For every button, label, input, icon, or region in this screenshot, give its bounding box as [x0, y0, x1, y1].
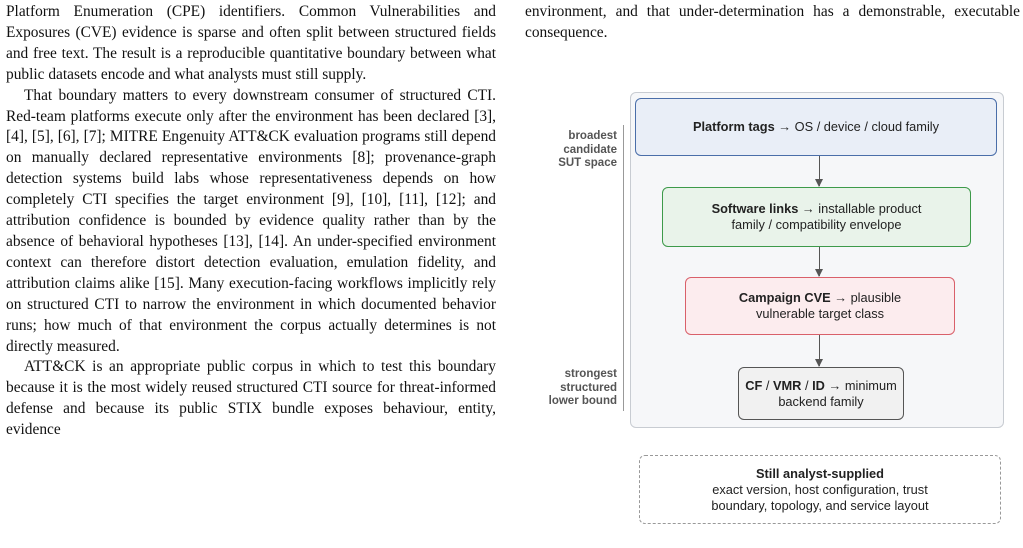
side-label-broadest: broadest candidate SUT space	[558, 130, 617, 169]
node-analyst-supplied: Still analyst-supplied exact version, ho…	[639, 455, 1001, 524]
node-platform-tags: Platform tags → OS / device / cloud fami…	[635, 98, 997, 156]
figure-sut-narrowing: broadest candidate SUT space strongest s…	[525, 86, 1020, 548]
arrow-1	[813, 156, 825, 187]
vertical-scale-line	[623, 125, 624, 411]
paragraph-boundary-matters: That boundary matters to every downstrea…	[6, 86, 496, 355]
arrow-3	[813, 335, 825, 367]
paragraph-environment: environment, and that under-determinatio…	[525, 3, 1020, 41]
right-text-column: environment, and that under-determinatio…	[525, 2, 1020, 44]
side-label-strongest: strongest structured lower bound	[548, 368, 617, 407]
left-text-column: Platform Enumeration (CPE) identifiers. …	[6, 2, 496, 441]
arrow-2	[813, 247, 825, 277]
paragraph-cpe-cve: Platform Enumeration (CPE) identifiers. …	[6, 3, 496, 83]
paragraph-attack-corpus: ATT&CK is an appropriate public corpus i…	[6, 358, 496, 439]
